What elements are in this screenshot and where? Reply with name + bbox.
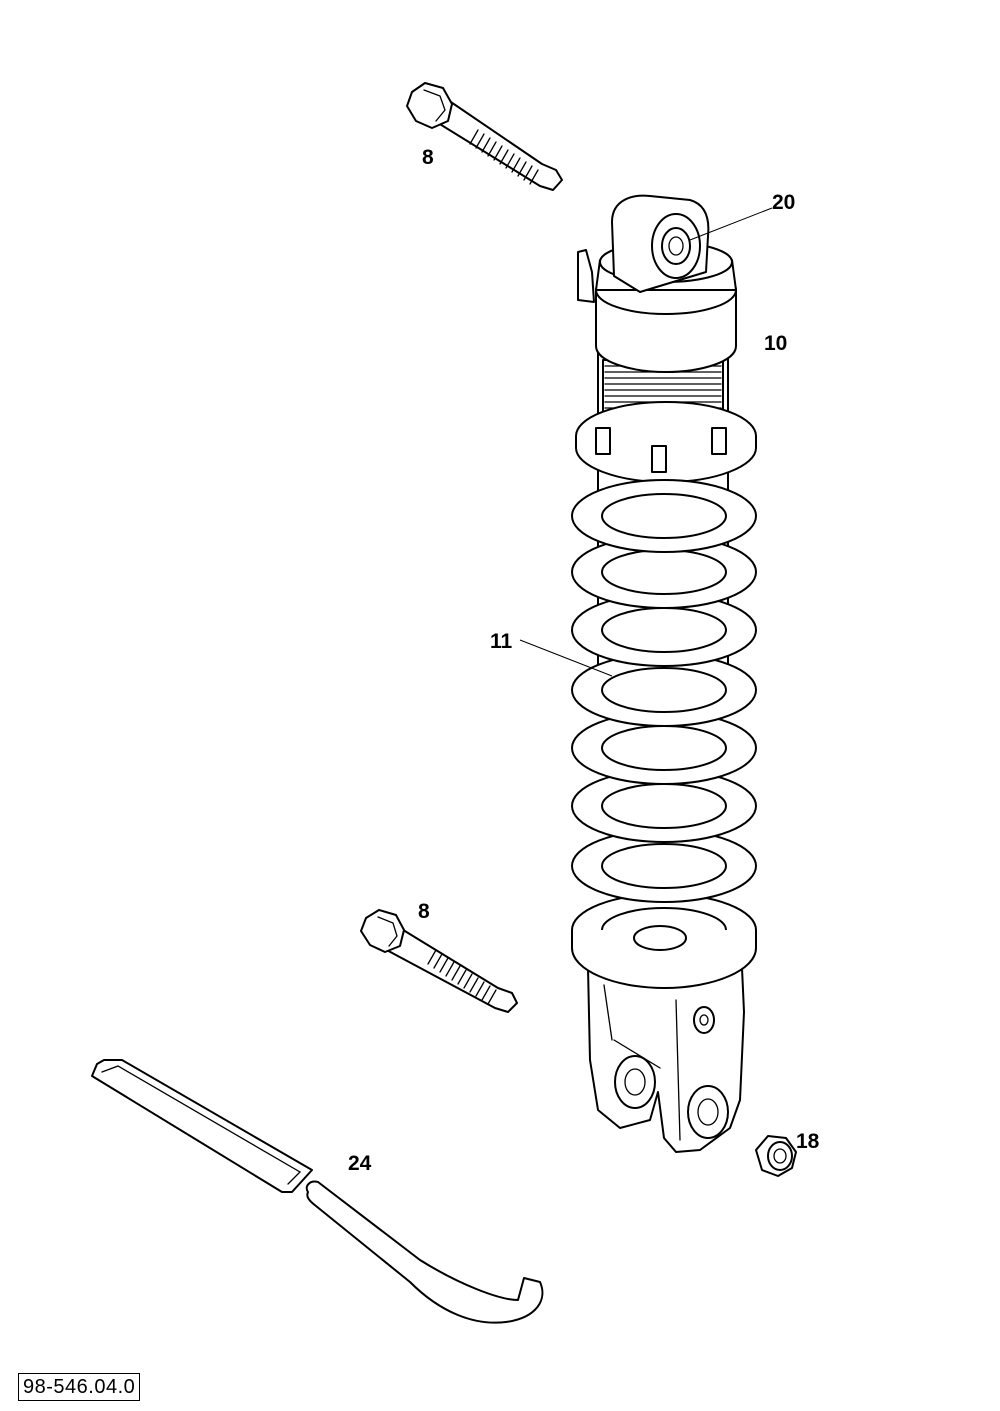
top-bolt <box>406 82 563 191</box>
coil-spring <box>571 479 757 967</box>
nut <box>755 1135 797 1177</box>
top-bolt-threads <box>469 129 539 185</box>
callout-20: 20 <box>772 191 795 214</box>
shock-absorber <box>571 194 757 1153</box>
callout-8-top: 8 <box>422 146 434 169</box>
callout-10: 10 <box>764 332 787 355</box>
bottom-bolt-threads <box>427 949 497 1005</box>
callout-24: 24 <box>348 1152 372 1175</box>
spring-adjuster-ring <box>575 401 757 483</box>
lower-clevis <box>587 967 745 1153</box>
callout-8-bottom: 8 <box>418 900 430 923</box>
top-eye-mount <box>611 194 710 293</box>
spanner-wrench <box>91 1059 544 1324</box>
leader-20 <box>689 207 773 241</box>
bottom-bolt <box>360 909 518 1013</box>
leader-11 <box>519 639 613 677</box>
callout-11: 11 <box>490 630 513 653</box>
drawing-reference-code: 98-546.04.0 <box>18 1373 141 1401</box>
callout-18: 18 <box>796 1130 820 1153</box>
